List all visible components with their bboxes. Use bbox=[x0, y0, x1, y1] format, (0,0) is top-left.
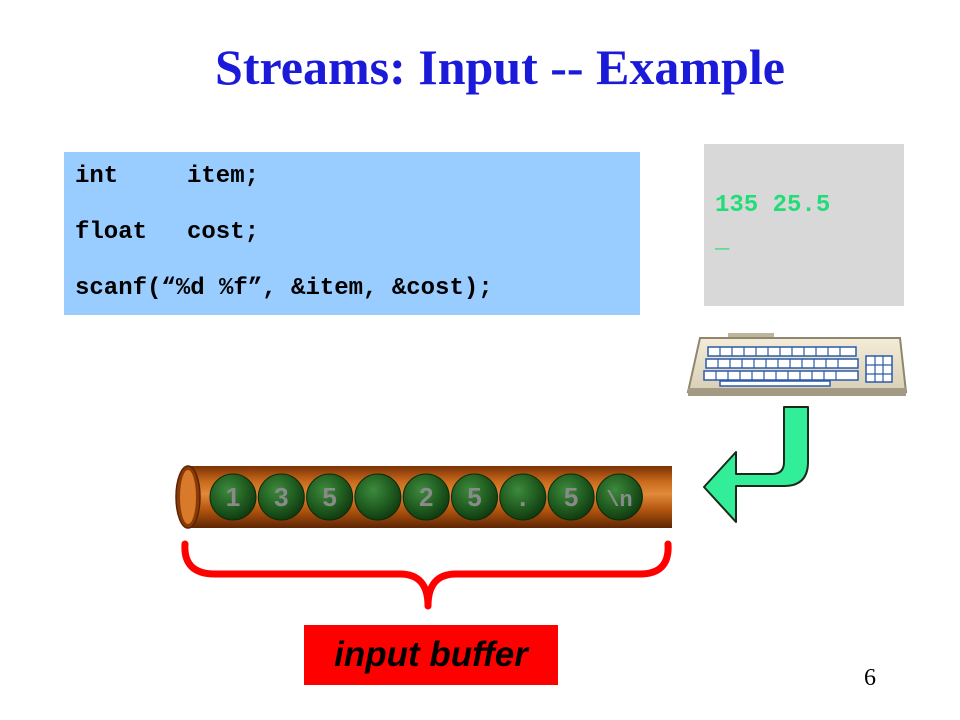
code-rest: cost; bbox=[187, 219, 260, 246]
buffer-char: \n bbox=[606, 488, 632, 513]
code-box: int item; float cost; scanf(“%d %f”, &item… bbox=[64, 152, 640, 315]
slide-number: 6 bbox=[864, 665, 876, 691]
buffer-cell bbox=[257, 473, 305, 521]
buffer-char: 5 bbox=[322, 482, 336, 512]
code-keyword: float bbox=[75, 219, 148, 246]
buffer-cell bbox=[547, 473, 595, 521]
code-line-1: int item; bbox=[75, 163, 259, 191]
buffer-cell bbox=[354, 473, 402, 521]
buffer-contents: 1 3 5 2 5. 5 \n bbox=[209, 473, 643, 521]
code-keyword: int bbox=[75, 163, 119, 190]
terminal-input-text: 135 25.5 bbox=[715, 192, 831, 219]
buffer-cell bbox=[595, 473, 643, 521]
buffer-char: 1 bbox=[226, 482, 240, 512]
code-rest: item; bbox=[187, 163, 260, 190]
buffer-cell bbox=[499, 473, 547, 521]
buffer-char: 5 bbox=[467, 482, 481, 512]
buffer-char: . bbox=[519, 482, 526, 512]
terminal-cursor: _ bbox=[715, 228, 730, 255]
buffer-char: 3 bbox=[274, 482, 288, 512]
buffer-cell bbox=[451, 473, 498, 521]
buffer-char: 5 bbox=[564, 482, 578, 512]
down-left-arrow-icon bbox=[703, 406, 809, 523]
buffer-cell bbox=[402, 473, 450, 521]
slide-title: Streams: Input -- Example bbox=[215, 39, 785, 95]
code-line-3: scanf(“%d %f”, &item, &cost); bbox=[75, 275, 493, 303]
curly-brace-icon bbox=[181, 540, 672, 610]
buffer-char: 2 bbox=[419, 482, 433, 512]
buffer-cell bbox=[209, 473, 257, 521]
code-line-2: float cost; bbox=[75, 219, 259, 247]
buffer-cell bbox=[306, 473, 354, 521]
input-buffer-label: input buffer bbox=[304, 625, 558, 685]
code-rest: scanf(“%d %f”, &item, &cost); bbox=[75, 275, 493, 302]
keyboard-icon bbox=[686, 333, 908, 396]
terminal-screen: 135 25.5 _ bbox=[704, 144, 904, 306]
